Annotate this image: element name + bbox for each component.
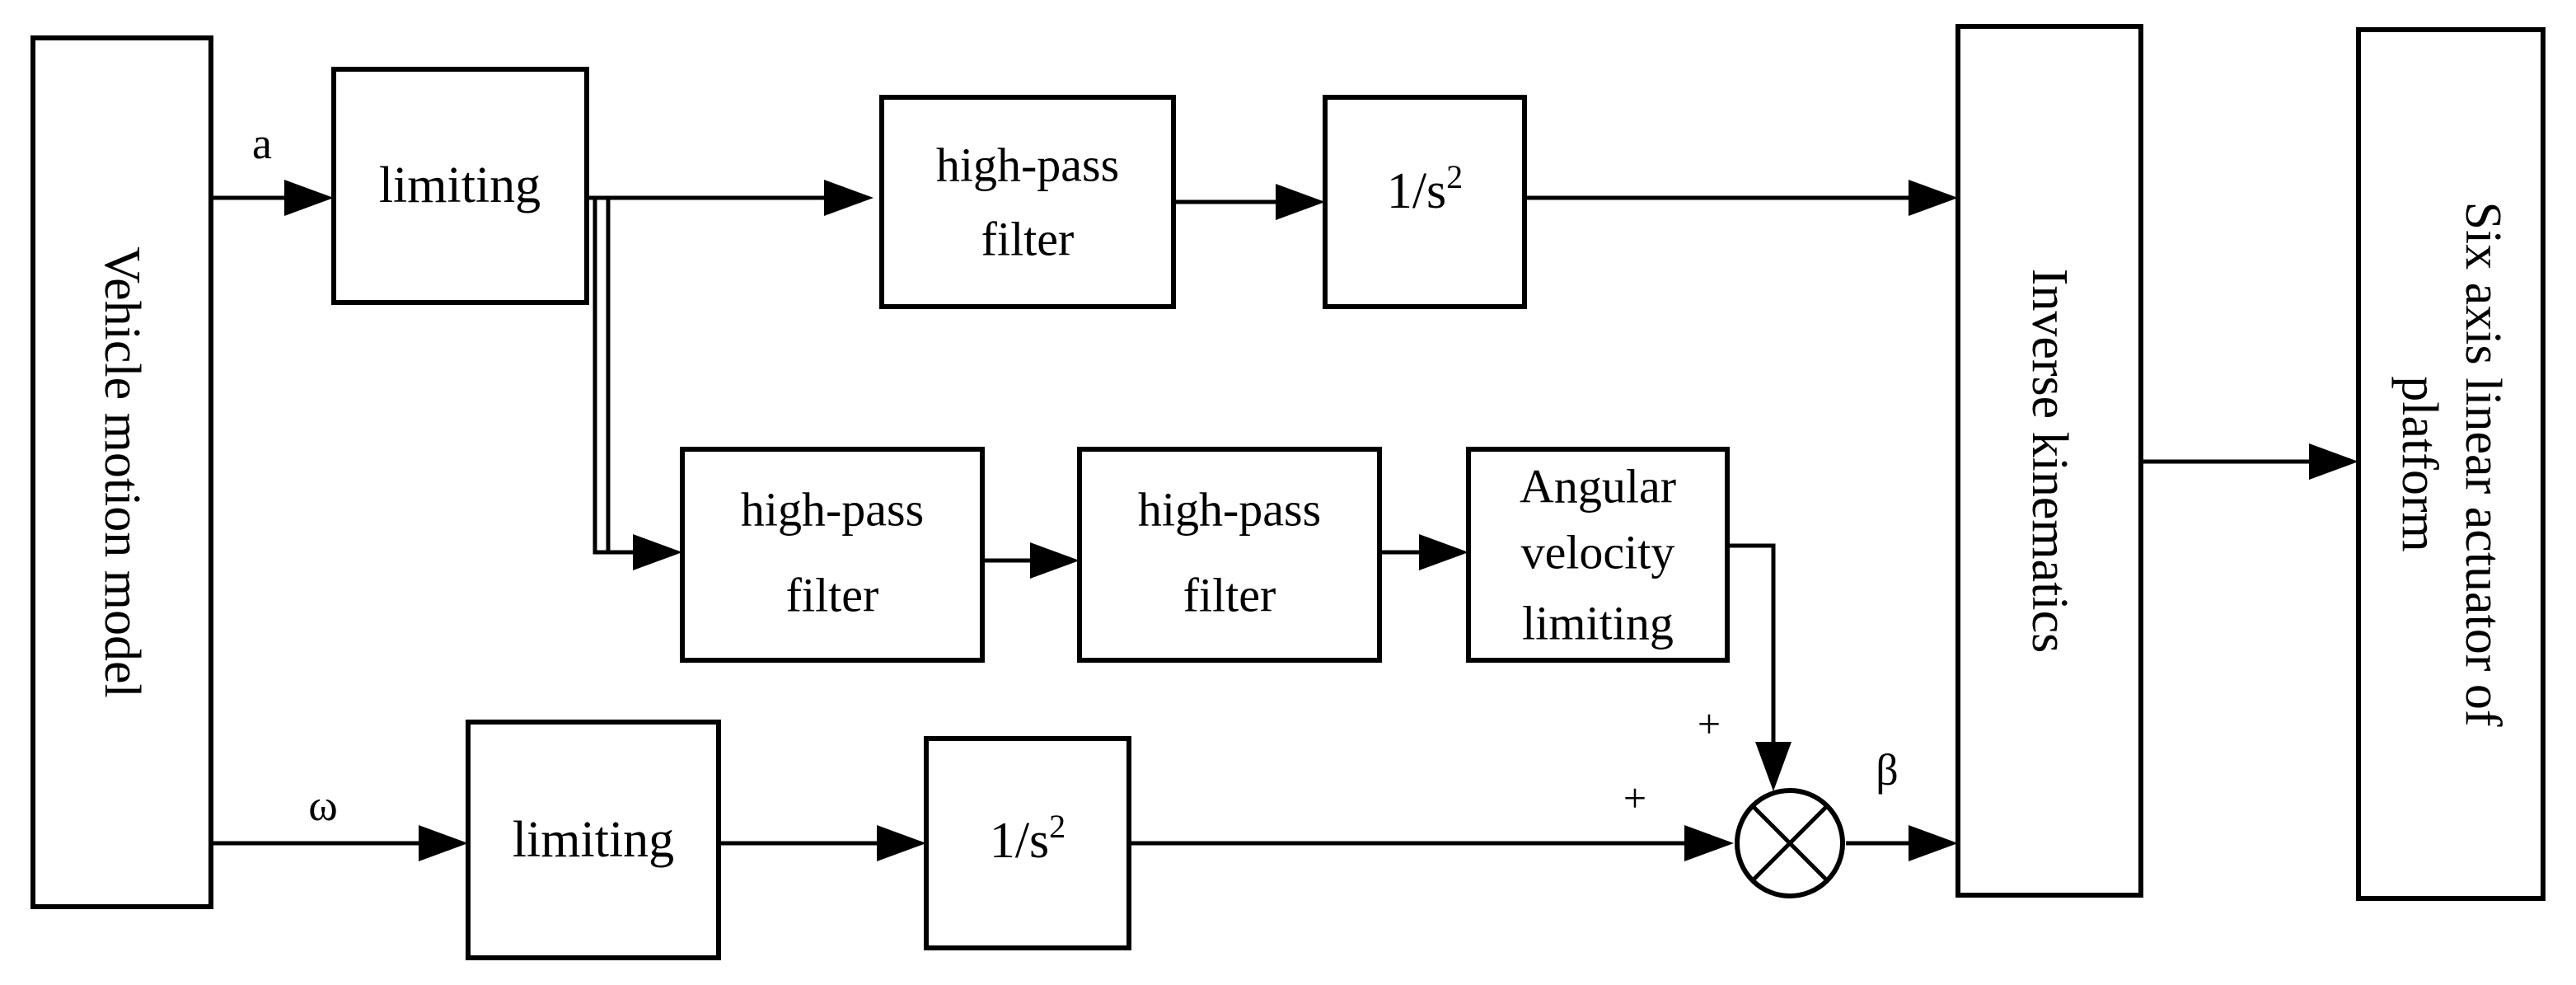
limiting-omega-label: limiting [513, 812, 674, 868]
limiting-a-label: limiting [379, 157, 541, 213]
avl-label-line3: limiting [1522, 597, 1674, 650]
sum-sign-left: + [1623, 775, 1646, 821]
signal-label-beta: β [1876, 745, 1898, 795]
hpf-top-block: high-pass filter [879, 95, 1176, 309]
arrowhead-actuator [2309, 443, 2358, 480]
arrowhead-hpf-mid2 [1030, 542, 1080, 579]
arrowhead-limiting-omega [419, 825, 468, 861]
sum-sign-top: + [1698, 701, 1721, 747]
summing-junction [1735, 788, 1845, 898]
actuator-label-line2: platform [2391, 376, 2447, 552]
integrator-bottom-label: 1/s2 [990, 808, 1066, 869]
vehicle-motion-model-label: Vehicle motion model [94, 246, 150, 698]
signal-label-omega: ω [308, 781, 338, 830]
actuator-block: Six axis linear actuator of platform [2356, 27, 2546, 901]
hpf-top-label-line2: filter [981, 213, 1075, 266]
avl-label-line2: velocity [1521, 526, 1675, 579]
wire-avl-to-sum [1727, 543, 1776, 742]
integrator-top-label: 1/s2 [1387, 158, 1463, 219]
integrator-top-block: 1/s2 [1323, 95, 1527, 309]
arrowhead-ik-top [1909, 180, 1958, 216]
arrowhead-limiting-a [284, 180, 334, 216]
arrowhead-integrator-top [1276, 184, 1325, 220]
limiting-omega-block: limiting [466, 720, 721, 960]
signal-wires [211, 180, 2358, 861]
inverse-kinematics-block: Inverse kinematics [1955, 24, 2143, 898]
arrowhead-integrator-bottom [877, 825, 926, 861]
arrowhead-ik-beta [1909, 825, 1958, 861]
arrowhead-hpf-top [824, 180, 873, 216]
limiting-a-block: limiting [331, 67, 589, 305]
wire-branch-to-hpf-mid1 [592, 198, 633, 555]
hpf-mid1-label-line1: high-pass [741, 483, 924, 537]
hpf-mid2-block: high-pass filter [1077, 447, 1382, 663]
actuator-label-line1: Six axis linear actuator of [2455, 201, 2511, 726]
vehicle-motion-model-block: Vehicle motion model [30, 35, 213, 909]
hpf-mid2-label-line1: high-pass [1138, 483, 1321, 537]
arrowhead-avl [1419, 534, 1468, 570]
integrator-bottom-block: 1/s2 [924, 736, 1131, 950]
arrowhead-sum-left [1684, 825, 1734, 861]
angular-velocity-limiting-block: Angular velocity limiting [1466, 447, 1730, 663]
hpf-top-label-line1: high-pass [936, 138, 1119, 192]
avl-label-line1: Angular [1520, 460, 1676, 514]
hpf-mid2-label-line2: filter [1183, 569, 1276, 622]
signal-label-a: a [252, 119, 272, 168]
hpf-mid1-label-line2: filter [786, 569, 879, 622]
inverse-kinematics-label: Inverse kinematics [2021, 269, 2077, 654]
hpf-mid1-block: high-pass filter [680, 447, 985, 663]
arrowhead-sum-top [1755, 742, 1791, 791]
arrowhead-hpf-mid1 [633, 534, 682, 570]
